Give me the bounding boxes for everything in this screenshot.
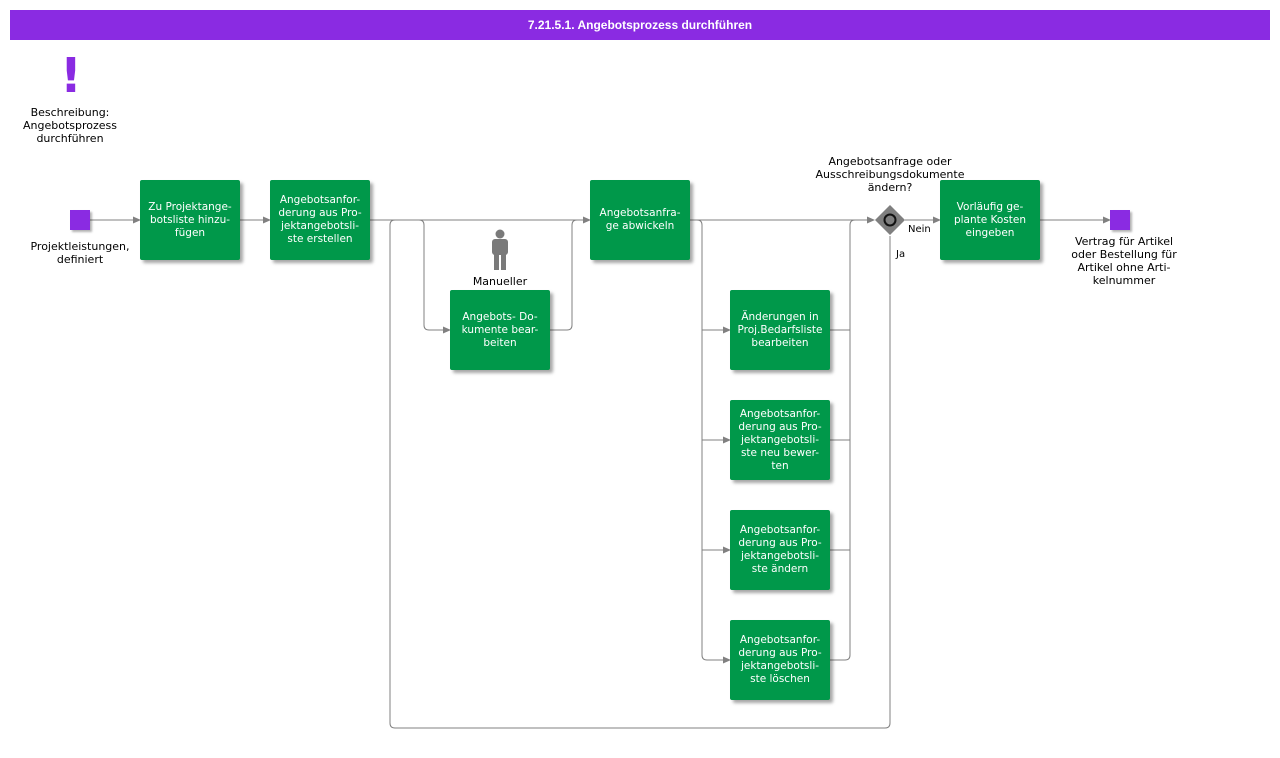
diagram-title: 7.21.5.1. Angebotsprozess durchführen — [10, 10, 1270, 40]
end-event[interactable] — [1110, 210, 1130, 230]
task-reevaluate-request[interactable]: Angebotsanfor- derung aus Pro- jektangeb… — [730, 400, 830, 480]
task-enter-costs[interactable]: Vorläufig ge- plante Kosten eingeben — [940, 180, 1040, 260]
start-event[interactable] — [70, 210, 90, 230]
task-create-request[interactable]: Angebotsanfor- derung aus Pro- jektangeb… — [270, 180, 370, 260]
edge-t3-back — [550, 219, 578, 331]
task-edit-documents[interactable]: Angebots- Do- kumente bear- beiten — [450, 290, 550, 370]
start-event-label: Projektleistungen, definiert — [30, 240, 130, 266]
end-event-label: Vertrag für Artikel oder Bestellung für … — [1071, 235, 1177, 287]
description-label: Beschreibung: Angebotsprozess durchführe… — [23, 106, 117, 145]
gateway-yes-label: Ja — [896, 249, 906, 260]
gateway-question: Angebotsanfrage oder Ausschreibungsdokum… — [815, 155, 965, 194]
gateway-no-label: Nein — [908, 224, 931, 235]
edge-to-t3 — [418, 219, 451, 334]
person-icon — [492, 229, 508, 270]
task-process-request[interactable]: Angebotsanfra- ge abwickeln — [590, 180, 690, 260]
edge-gateway-loop — [389, 219, 891, 729]
edge-branch-t8 — [696, 219, 731, 664]
exclamation-icon: ! — [60, 48, 82, 104]
task-delete-request[interactable]: Angebotsanfor- derung aus Pro- jektangeb… — [730, 620, 830, 700]
gateway-diamond — [875, 205, 905, 235]
task-change-request[interactable]: Angebotsanfor- derung aus Pro- jektangeb… — [730, 510, 830, 590]
task-edit-changes[interactable]: Änderungen in Proj.Bedarfsliste bearbeit… — [730, 290, 830, 370]
edge-merge — [830, 219, 856, 661]
task-add-to-list[interactable]: Zu Projektange- botsliste hinzu- fügen — [140, 180, 240, 260]
